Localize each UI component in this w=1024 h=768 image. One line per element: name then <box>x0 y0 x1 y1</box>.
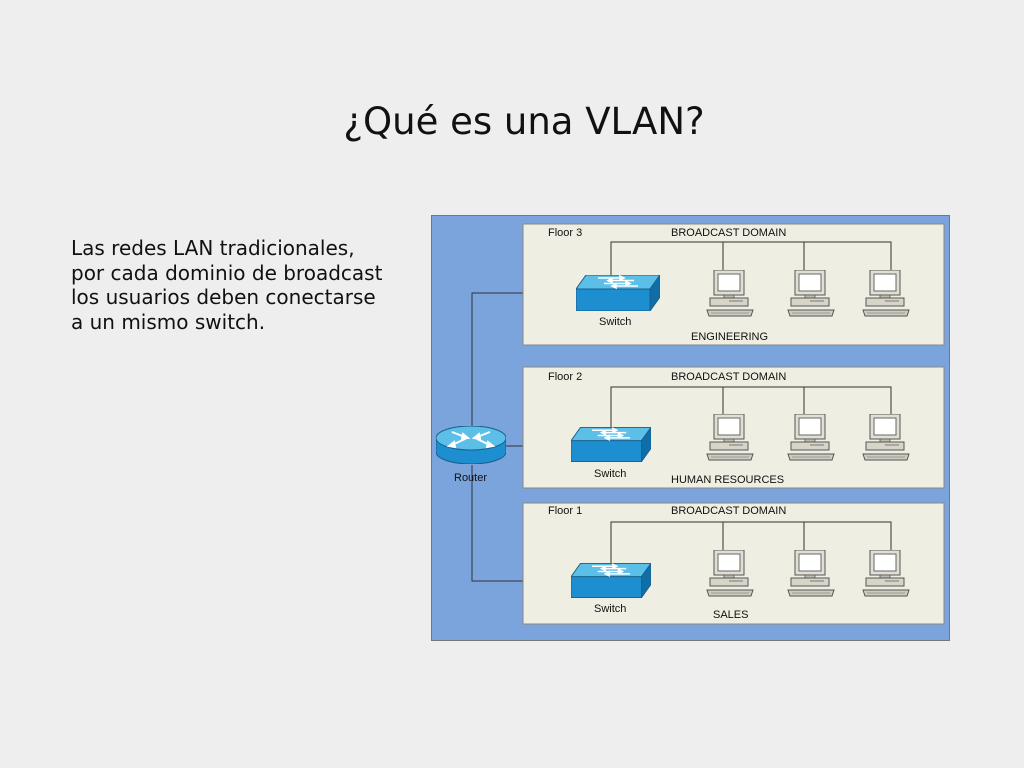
broadcast-domain-label: BROADCAST DOMAIN <box>671 505 786 517</box>
router-label: Router <box>454 472 487 484</box>
floor-panel-2: Floor 2 BROADCAST DOMAIN Switch HUMAN RE… <box>522 366 945 489</box>
router-icon <box>436 426 506 464</box>
department-label: HUMAN RESOURCES <box>671 474 784 486</box>
broadcast-domain-label: BROADCAST DOMAIN <box>671 227 786 239</box>
switch-label: Switch <box>594 603 626 615</box>
department-label: ENGINEERING <box>691 331 768 343</box>
body-line: a un mismo switch. <box>71 309 266 334</box>
lan-bus <box>610 241 892 275</box>
broadcast-domain-label: BROADCAST DOMAIN <box>671 371 786 383</box>
network-diagram: Floor 3 BROADCAST DOMAIN Switch ENGINEER… <box>431 215 950 641</box>
body-text: Las redes LAN tradicionales, por cada do… <box>71 236 411 334</box>
department-label: SALES <box>713 609 748 621</box>
floor-panel-3: Floor 3 BROADCAST DOMAIN Switch ENGINEER… <box>522 223 945 346</box>
body-line: Las redes LAN tradicionales, <box>71 236 355 260</box>
switch-label: Switch <box>599 316 631 328</box>
floor-panel-1: Floor 1 BROADCAST DOMAIN Switch SALES <box>522 502 945 625</box>
switch-label: Switch <box>594 468 626 480</box>
switch-icon <box>571 427 651 462</box>
floor-label: Floor 1 <box>548 505 582 517</box>
switch-icon <box>576 275 660 311</box>
switch-icon <box>571 563 651 598</box>
lan-bus <box>610 386 892 428</box>
slide-title: ¿Qué es una VLAN? <box>343 100 705 143</box>
lan-bus <box>610 521 892 565</box>
floor-label: Floor 2 <box>548 371 582 383</box>
body-line: por cada dominio de broadcast <box>71 260 383 285</box>
body-line: los usuarios deben conectarse <box>71 285 376 309</box>
floor-label: Floor 3 <box>548 227 582 239</box>
